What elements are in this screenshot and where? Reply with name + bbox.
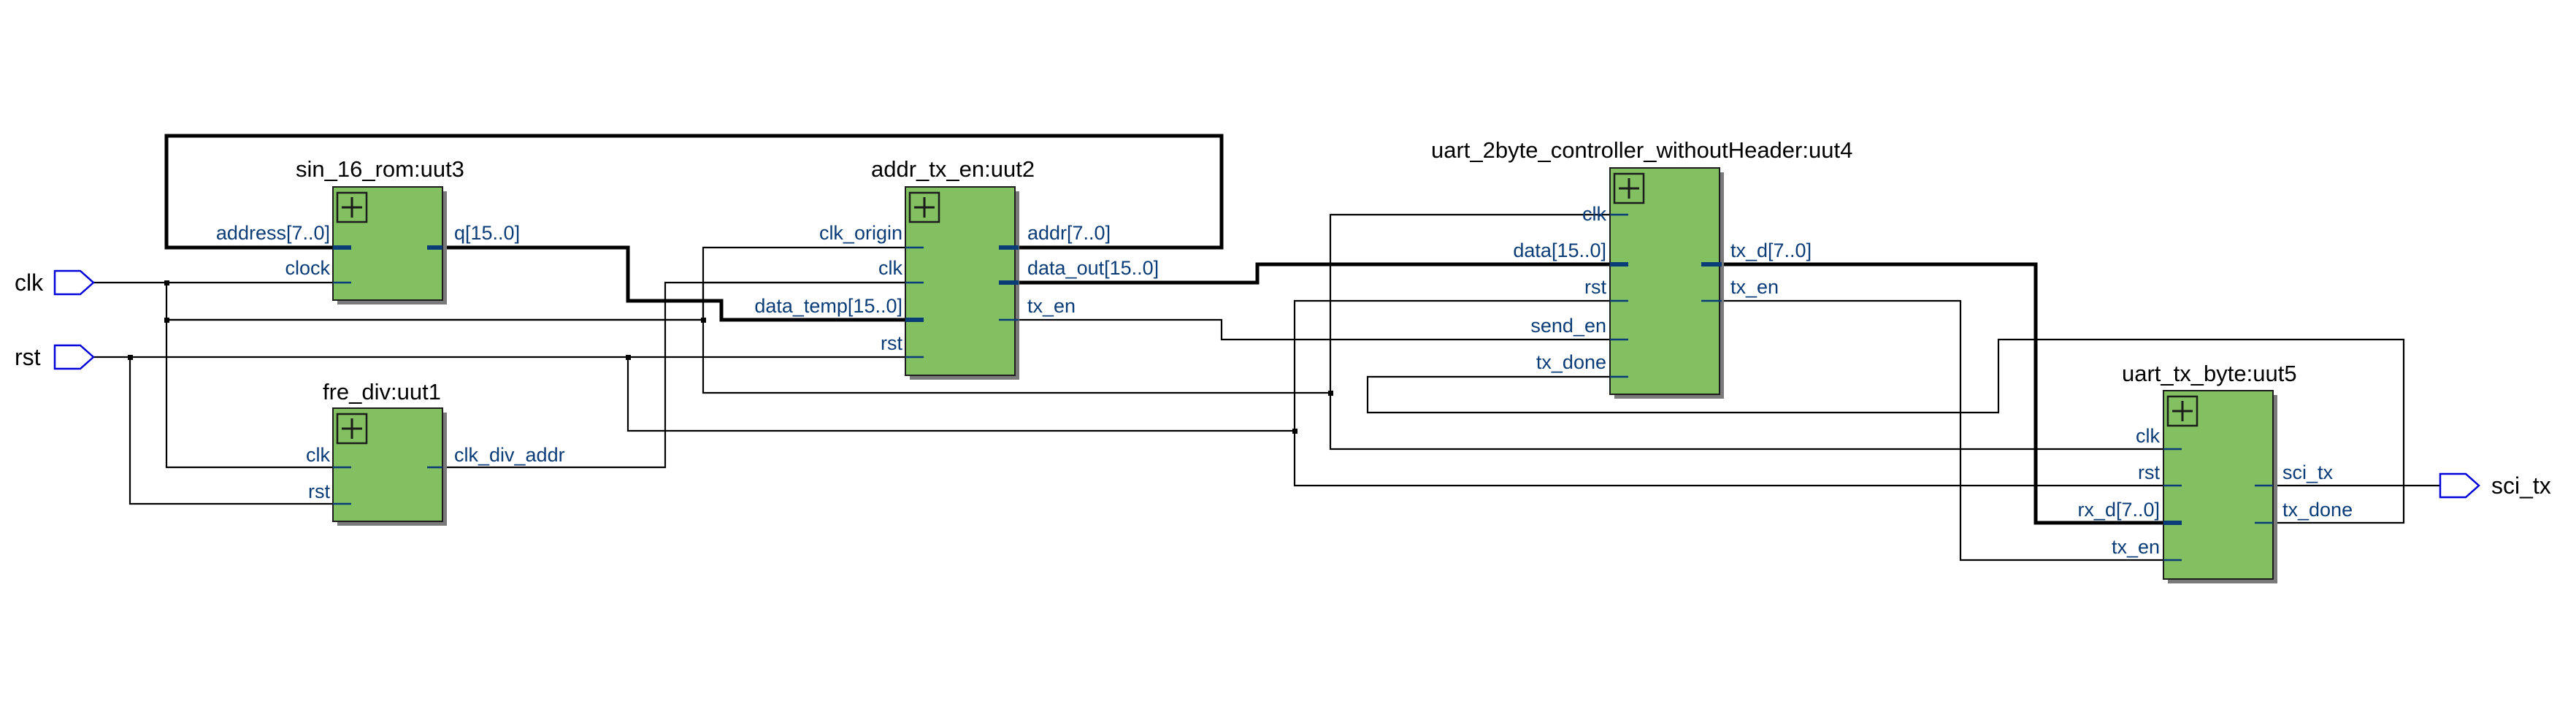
port-label: rst xyxy=(1584,276,1606,298)
port-label: rst xyxy=(308,480,330,502)
output-pin-shape xyxy=(2439,472,2480,499)
junction-dot xyxy=(1292,429,1297,434)
input-pin-shape xyxy=(53,269,95,296)
port-label: q[15..0] xyxy=(454,222,520,244)
instance-uut4[interactable]: uart_2byte_controller_withoutHeader:uut4… xyxy=(1431,137,1852,399)
instance-uut5[interactable]: uart_tx_byte:uut5 clk rst rx_d[7..0] tx_… xyxy=(2077,361,2353,583)
net-clk xyxy=(93,281,1331,469)
bus-data-out xyxy=(1019,262,1628,285)
instance-uut1[interactable]: fre_div:uut1 clk rst clk_div_addr xyxy=(306,379,565,526)
bus-addr xyxy=(164,134,1224,250)
port-label: tx_done xyxy=(1536,351,1606,373)
block-body xyxy=(1609,167,1720,395)
instance-title: sin_16_rom:uut3 xyxy=(296,156,464,182)
net-clk-div-addr xyxy=(427,281,924,469)
plus-icon xyxy=(1619,178,1639,199)
instance-uut2[interactable]: addr_tx_en:uut2 clk_origin clk data_temp… xyxy=(754,156,1159,380)
port-label: clk_div_addr xyxy=(454,444,565,466)
junctions xyxy=(128,280,1333,434)
net-clk-origin xyxy=(166,246,924,321)
port-label: clock xyxy=(285,257,330,279)
net-uut4-tx-en xyxy=(1722,299,2182,562)
port-label: data[15..0] xyxy=(1513,239,1606,261)
instance-title: uart_tx_byte:uut5 xyxy=(2122,361,2297,386)
port-label: tx_done xyxy=(2282,499,2353,521)
input-pin-label: clk xyxy=(15,269,44,296)
input-pin-shape xyxy=(53,344,95,370)
junction-dot xyxy=(626,355,631,360)
bus-q-data-temp xyxy=(427,245,924,322)
port-label: tx_en xyxy=(1730,276,1779,298)
bus-tx-d xyxy=(1722,262,2182,525)
port-label: clk xyxy=(1582,203,1606,225)
plus-icon xyxy=(342,197,362,218)
net-tx-done xyxy=(1366,338,2405,524)
port-label: tx_d[7..0] xyxy=(1730,239,1812,261)
port-label: data_temp[15..0] xyxy=(754,295,902,317)
port-label: sci_tx xyxy=(2282,461,2334,483)
output-pin-sci-tx[interactable]: sci_tx xyxy=(2439,472,2551,499)
port-label: send_en xyxy=(1530,315,1606,337)
junction-dot xyxy=(1328,391,1333,396)
junction-dot xyxy=(164,280,169,285)
input-pin-label: rst xyxy=(15,344,41,370)
input-pin-clk[interactable]: clk xyxy=(15,269,95,296)
net-uut2-tx-en xyxy=(1019,318,1628,341)
plus-icon xyxy=(342,418,362,439)
port-label: rx_d[7..0] xyxy=(2077,499,2160,521)
port-label: clk xyxy=(2136,425,2160,447)
junction-dot xyxy=(128,355,133,360)
port-label: clk xyxy=(878,257,902,279)
port-label: address[7..0] xyxy=(216,222,330,244)
input-pin-rst[interactable]: rst xyxy=(15,344,95,370)
instance-title: fre_div:uut1 xyxy=(323,379,441,405)
port-label: rst xyxy=(881,332,902,354)
instance-title: addr_tx_en:uut2 xyxy=(871,156,1035,182)
port-label: rst xyxy=(2138,461,2160,483)
port-label: clk xyxy=(306,444,330,466)
buses xyxy=(164,134,2182,525)
junction-dot xyxy=(164,318,169,323)
instance-uut3[interactable]: sin_16_rom:uut3 address[7..0] clock q[15… xyxy=(216,156,520,304)
plus-icon xyxy=(2172,401,2193,421)
port-label: tx_en xyxy=(1027,295,1076,317)
port-label: tx_en xyxy=(2112,536,2160,558)
instance-title: uart_2byte_controller_withoutHeader:uut4 xyxy=(1431,137,1852,163)
junction-dot xyxy=(701,318,706,323)
port-label: addr[7..0] xyxy=(1027,222,1111,244)
plus-icon xyxy=(914,197,935,218)
port-label: data_out[15..0] xyxy=(1027,257,1159,279)
nets xyxy=(93,213,2440,562)
port-label: clk_origin xyxy=(819,222,902,244)
output-pin-label: sci_tx xyxy=(2491,472,2551,499)
